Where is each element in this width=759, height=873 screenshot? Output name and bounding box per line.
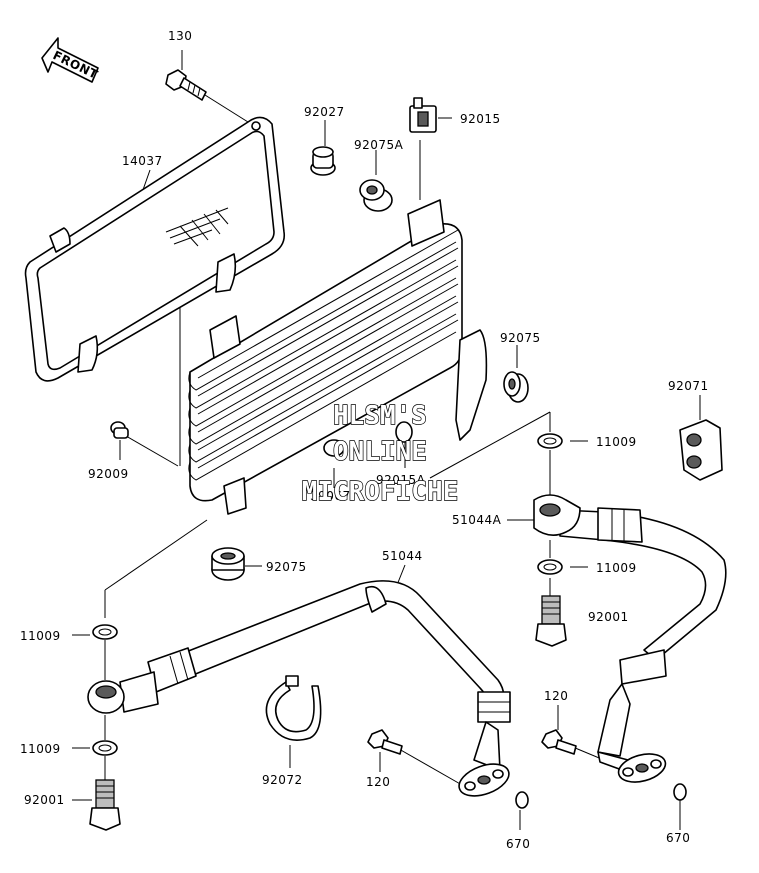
label-92072: 92072 <box>262 773 303 787</box>
label-92009: 92009 <box>88 467 129 481</box>
bolt-92009-icon <box>110 421 129 439</box>
label-92075A: 92075A <box>354 138 404 152</box>
banjo-bolt-92001-left-icon <box>89 779 121 831</box>
grommet-92075-upper-icon <box>503 371 529 403</box>
o-ring-670-right-icon <box>673 783 687 801</box>
watermark-line2: ONLINE <box>333 437 427 467</box>
watermark-line1: HLSM'S <box>333 401 427 431</box>
bolt-120-middle-icon <box>367 729 403 755</box>
label-92015A: 92015A <box>376 473 426 487</box>
label-92071: 92071 <box>668 379 709 393</box>
screen-14037-icon <box>24 116 286 382</box>
oil-cooler-core-icon <box>188 199 488 515</box>
banjo-bolt-92001-right-icon <box>535 595 567 647</box>
label-39067: 39067 <box>310 489 351 503</box>
washer-11009-left-upper-icon <box>92 624 118 640</box>
washer-11009-right-upper-icon <box>537 433 563 449</box>
label-120-right: 120 <box>544 689 568 703</box>
watermark-line3: MICROFICHE <box>302 477 459 507</box>
clip-92015-icon <box>409 97 437 133</box>
label-120-middle: 120 <box>366 775 390 789</box>
label-51044: 51044 <box>382 549 423 563</box>
label-92075-top: 92075 <box>500 331 541 345</box>
bolt-130-icon <box>165 69 207 101</box>
label-130: 130 <box>168 29 192 43</box>
banjo-fitting-left-icon <box>87 671 159 714</box>
bolt-120-right-icon <box>541 729 577 755</box>
label-11009-right-lower: 11009 <box>596 561 637 575</box>
label-92027: 92027 <box>304 105 345 119</box>
hose-51044-icon <box>147 580 511 797</box>
label-92015: 92015 <box>460 112 501 126</box>
label-11009-left-lower: 11009 <box>20 742 61 756</box>
front-arrow-icon: FRONT <box>41 37 101 83</box>
label-670-right: 670 <box>666 831 690 845</box>
label-14037: 14037 <box>122 154 163 168</box>
label-92001-right: 92001 <box>588 610 629 624</box>
label-51044A: 51044A <box>452 513 502 527</box>
washer-11009-left-lower-icon <box>92 740 118 756</box>
watermark: HLSM'S ONLINE MICROFICHE <box>301 400 459 507</box>
damper-92071-icon <box>679 419 723 481</box>
label-92075-lower: 92075 <box>266 560 307 574</box>
label-11009-left-upper: 11009 <box>20 629 61 643</box>
o-ring-670-middle-icon <box>515 791 529 809</box>
washer-11009-right-lower-icon <box>537 559 563 575</box>
hose-51044A-icon <box>533 494 727 783</box>
grommet-92075-lower-icon <box>211 547 245 581</box>
label-92001-left: 92001 <box>24 793 65 807</box>
grommet-92075A-icon <box>359 179 393 212</box>
grommet-92027-icon <box>310 146 336 176</box>
label-11009-right-upper: 11009 <box>596 435 637 449</box>
label-670-middle: 670 <box>506 837 530 851</box>
clamp-92072-icon <box>265 675 322 741</box>
